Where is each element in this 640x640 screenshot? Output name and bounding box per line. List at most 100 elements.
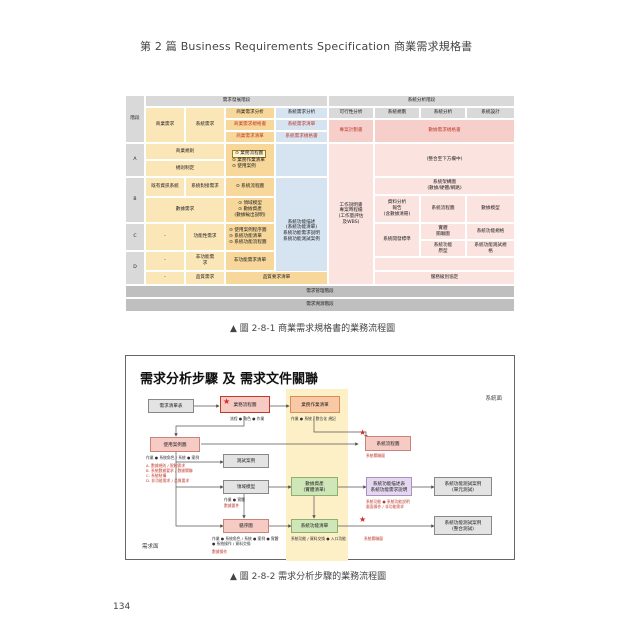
cell-nonfunc: 非功能需求 [185, 251, 225, 271]
note-flow: 流程 ● 角色 ● 作業 [230, 416, 265, 421]
box-biz-op: 業務作業清單 [290, 396, 340, 413]
row-c: C [125, 223, 145, 251]
func-item-1: ⊙ 使用案例程序圖 [229, 228, 267, 234]
note-uc: 作業 ● 系統角色 / 系統 ● 案例 [146, 455, 200, 460]
cell-sys-flowchart: 系統流程圖 [420, 195, 466, 223]
cell-data-req: 數據需求 [145, 197, 225, 223]
cell-sys-flow: ⊙ 系統流程圖 [225, 177, 275, 197]
flow-item-1: ⊙ 業務流程圖 [232, 150, 267, 159]
flow-item-3: ⊙ 使用案例 [232, 163, 256, 169]
func-item-2: ⊙ 系統功能清單 [229, 234, 262, 240]
cell-c-dash: - [145, 223, 185, 251]
cell-sys-plan: 系統規劃 [374, 107, 420, 119]
cell-feasibility: 可行性分析 [328, 107, 374, 119]
cell-sys-mid-blank-a [275, 143, 328, 177]
domain-item-1: ⊙ 領域模型 [238, 201, 262, 207]
note-sfl: 系統功能 / 資料交換 ● 入口功能 [291, 536, 346, 541]
page-number: 134 [113, 602, 131, 612]
cell-rule-set: 規則制定 [145, 160, 225, 177]
note-data-req: 系統關聯圖 [364, 536, 383, 541]
requirement-analysis-diagram: 需求分析步驟 及 需求文件關聯 系統面 需求面 需求清單表 業務流程圖 [125, 355, 515, 561]
box-func-desc: 系統功能描述表 系統功能需求說明 [366, 477, 412, 496]
cell-func-spec: 系統功能規格 [466, 223, 515, 240]
note-fd: 系統功能 ● 系統功能說明 畫面操作 / 非功能需求 [366, 499, 410, 509]
cell-sys-analyze: 系統分析 [420, 107, 466, 119]
cell-nonfunc-list: 非功能需求清單 [225, 251, 275, 271]
box-req-list: 需求清單表 [148, 399, 194, 413]
note-uc-list: A. 數據規則 / 限制需求 B. 系統數據要求 / 數據關聯 C. 系統結構 … [146, 463, 193, 483]
cell-sla-blank [374, 257, 515, 271]
connector-lines [174, 404, 435, 528]
cell-quality: 品質需求 [185, 271, 225, 285]
zone-system-label: 系統面 [485, 396, 502, 402]
figure1-caption: ▲ 圖 2-8-1 商業需求規格書的業務流程圖 [230, 324, 396, 334]
cell-biz-analysis: 商業需求分析 [225, 107, 275, 119]
cell-func-req: 功能性需求 [185, 223, 225, 251]
box-sequence: 循序圖 [223, 519, 269, 533]
cell-right-a: (整合至下方欄中) [374, 143, 515, 177]
star-icon: ★ [359, 515, 367, 524]
func-item-3: ⊙ 系統功能流程圖 [229, 239, 267, 245]
note-seq: 作業 ● 系統角色 / 系統 ● 案例 ● 實體 ● 系統操作 / 資料交換 [212, 536, 279, 546]
note-seq2: 數據操作 [212, 549, 228, 554]
cell-quality-list: 品質要求清單 [225, 271, 328, 285]
note-op: 作業 ● 系統 / 數位化 規記 [291, 416, 336, 421]
domain-item-3: (數據輸出說明) [234, 212, 266, 218]
cell-stage-label: 階段 [125, 95, 145, 143]
cell-func-test: 系統功能測試規格 [466, 240, 515, 257]
cell-entity: 實體 關聯圖 [420, 223, 466, 240]
row-a: A [125, 143, 145, 177]
cell-wbs: 工作說明書 專案時程檔 (工作量評估 及WBS) [328, 143, 374, 285]
cell-req-mgmt: 需求管理階段 [125, 285, 515, 298]
star-icon: ★ [359, 428, 367, 437]
box-sys-func-list: 系統功能清單 [291, 519, 338, 533]
cell-class-dia: 系統功能 原型 [420, 240, 466, 257]
domain-item-2: ⊙ 數據資產 [238, 207, 262, 213]
box-use-case: 使用案例圖 [150, 437, 200, 452]
cell-sys-spec: 系統需求規格書 [275, 131, 328, 143]
cell-biz-list: 商業需求清單 [225, 131, 275, 143]
row-b: B [125, 177, 145, 223]
cell-sys-analysis: 系統需求分析 [275, 107, 328, 119]
business-spec-flow-table: 階段 需求發展階段 系統分析階段 商業需求 系統需求 商業需求分析 系統需求分析… [125, 95, 515, 312]
cell-sla: 服務級別協定 [374, 271, 515, 285]
cell-biz-rule: 商業規則 [145, 143, 225, 160]
box-biz-flow: 業務流程圖 [220, 396, 270, 413]
cell-sys-phase: 系統分析階段 [328, 95, 515, 107]
figure2-caption: ▲ 圖 2-8-2 需求分析步驟的業務流程圖 [230, 572, 387, 582]
cell-existing: 既有資訊系統 [145, 177, 185, 197]
cell-sys-req: 系統需求 [185, 107, 225, 143]
cell-func-items: ⊙ 使用案例程序圖 ⊙ 系統功能清單 ⊙ 系統功能流程圖 [225, 223, 275, 251]
box-domain-model: 領域模型 [223, 480, 269, 494]
cell-req-phase: 需求發展階段 [145, 95, 328, 107]
box-sys-flow: 系統流程圖 [365, 436, 411, 451]
cell-sys-design: 系統設計 [466, 107, 515, 119]
note-dm2: 數據要件 [224, 503, 240, 508]
box-func-test2: 系統功能測試案例 (整合測試) [434, 516, 492, 535]
cell-project-plan: 專案計劃書 [328, 119, 374, 143]
note-dm: 作業 ● 實體 [224, 497, 245, 502]
cell-domain-items: ⊙ 領域模型 ⊙ 數據資產 (數據輸出說明) [225, 197, 275, 223]
cell-d2-dash: - [145, 271, 185, 285]
cell-flow-items: ⊙ 業務流程圖 ⊙ 業務作業清單 ⊙ 使用案例 [225, 143, 275, 177]
cell-data-spec: 數據需求規格書 [374, 119, 515, 143]
box-data-asset: 數據資產 (實體清單) [291, 477, 338, 496]
row-d: D [125, 251, 145, 285]
cell-biz-req: 商業需求 [145, 107, 185, 143]
box-func-test1: 系統功能測試案例 (單元測試) [434, 477, 492, 496]
cell-data-model: 數據模型 [466, 195, 515, 223]
cell-data-anal: 資料分析 報告 (含數據清冊) [374, 195, 420, 223]
star-icon: ★ [223, 397, 231, 406]
running-header: 第 2 篇 Business Requirements Specificatio… [140, 40, 473, 53]
cell-sys-arch: 系統架構圖 (數據/硬體/網路) [374, 177, 515, 195]
cell-biz-spec: 商業需求規格書 [225, 119, 275, 131]
cell-mid-block: 系統功能描述 (系統功能清單) 系統功能需求說明 系統功能測試案例 [275, 177, 328, 285]
cell-sys-support: 系統對接需求 [185, 177, 225, 197]
flow-item-2: ⊙ 業務作業清單 [232, 158, 265, 164]
cell-req-trace: 需求溯源階段 [125, 298, 515, 312]
zone-requirement-label: 需求面 [142, 544, 159, 550]
diagram-title: 需求分析步驟 及 需求文件關聯 [140, 372, 319, 387]
cell-d-dash: - [145, 251, 185, 271]
cell-dev-std: 系統開發標準 [374, 223, 420, 257]
box-test-case: 測試案例 [223, 454, 269, 468]
